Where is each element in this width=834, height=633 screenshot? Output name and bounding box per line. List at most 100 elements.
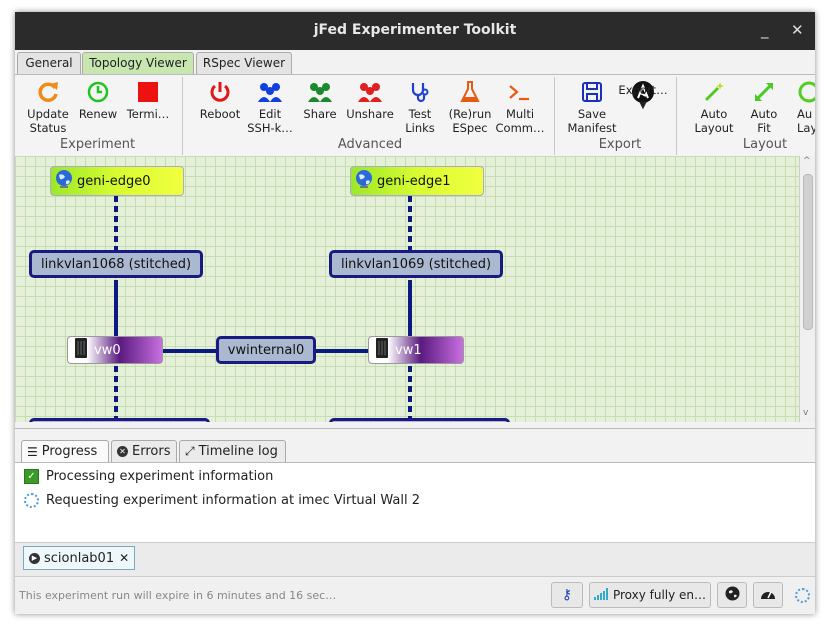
expand-icon [739,77,789,107]
run-tab-scionlab01[interactable]: ▶ scionlab01 ✕ [23,546,135,570]
checkbox-checked-icon: ✓ [24,469,39,484]
scroll-up-icon[interactable]: ^ [803,156,811,166]
key-button[interactable]: ⚷ [551,582,583,608]
node-geni-edge0[interactable]: geni-edge0 [50,166,184,196]
server-icon [74,337,88,363]
unshare-button[interactable]: Unshare [345,77,395,121]
link-vw1-down [408,366,412,422]
link-node-partial [329,418,510,422]
node-vw1[interactable]: vw1 [368,336,464,364]
advanced-group-label: Advanced [337,137,403,152]
users-red-icon [345,77,395,107]
save-manifest-button[interactable]: Save Manifest [567,77,617,135]
save-manifest-label: Save Manifest [567,107,617,135]
link-vw0-down [114,366,118,422]
auto-layout-button[interactable]: Auto Layout [689,77,739,135]
link-edge1-vlan1069 [408,196,412,252]
play-icon: ▶ [29,552,40,564]
update-status-button[interactable]: Update Status [23,77,73,135]
globe-button[interactable] [717,582,747,608]
multi-command-button[interactable]: Multi Comm… [495,77,545,135]
node-label: vw1 [395,342,422,358]
error-icon: ✕ [117,446,128,457]
run-tab-close-icon[interactable]: ✕ [119,551,130,565]
node-vw0[interactable]: vw0 [67,336,163,364]
export-dropdown-button[interactable]: Export… ▼ [615,77,671,113]
node-linkvlan1069[interactable]: linkvlan1069 (stitched) [329,250,503,278]
dashboard-button[interactable] [753,582,783,608]
tab-timeline-label: Timeline log [198,444,278,459]
link-edge0-vlan1068 [114,196,118,252]
list-icon: ☰ [27,444,38,459]
ribbon-separator [554,77,555,155]
auto-fit-button[interactable]: Auto Fit [739,77,789,135]
proxy-status-label: Proxy fully en… [612,588,707,602]
tab-errors-label: Errors [132,444,171,459]
auto-layout-2-button[interactable]: Au Lay [787,77,815,135]
auto-layout-2-label: Au Lay [797,107,815,135]
rerun-espec-label: (Re)run ESpec [448,107,492,135]
auto-fit-label: Auto Fit [750,107,778,135]
speedometer-icon [760,587,776,604]
export-label: Export… [618,83,668,97]
rerun-espec-button[interactable]: (Re)run ESpec [445,77,495,135]
circle-icon [797,77,815,107]
node-vwinternal0[interactable]: vwinternal0 [216,336,316,364]
title-bar: jFed Experimenter Toolkit _ ✕ [15,12,815,50]
tab-errors[interactable]: ✕ Errors [111,440,177,462]
globe-dark-icon [725,586,740,604]
scroll-down-icon[interactable]: v [803,408,809,418]
signal-icon [593,587,608,603]
experiment-group-label: Experiment [59,137,136,152]
proxy-status-button[interactable]: Proxy fully en… [589,582,711,608]
reboot-button[interactable]: Reboot [195,77,245,121]
toolbar-ribbon: Update Status Renew Termi… Experiment Re… [15,74,815,157]
experiment-run-tabs: ▶ scionlab01 ✕ [15,542,815,577]
canvas-scrollbar[interactable]: ^ v [799,156,815,422]
flask-icon [445,77,495,107]
tab-progress[interactable]: ☰ Progress [21,440,109,462]
edit-ssh-keys-button[interactable]: Edit SSH-k… [245,77,295,135]
tab-timeline-log[interactable]: ⤢ Timeline log [179,440,286,462]
log-text: Processing experiment information [46,469,274,484]
clock-icon [73,77,123,107]
save-icon [567,77,617,107]
terminate-label: Termi… [126,107,170,121]
close-button[interactable]: ✕ [791,21,804,39]
link-vw0-internal [163,349,217,353]
multi-command-label: Multi Comm… [495,107,545,135]
topology-canvas[interactable]: geni-edge0 geni-edge1 linkvlan1068 (stit… [15,156,799,422]
node-geni-edge1[interactable]: geni-edge1 [350,166,484,196]
renew-label: Renew [78,107,118,121]
node-linkvlan1068[interactable]: linkvlan1068 (stitched) [29,250,203,278]
expiry-message: This experiment run will expire in 6 min… [19,589,337,602]
status-bar: This experiment run will expire in 6 min… [15,576,815,614]
tab-progress-label: Progress [41,444,98,459]
terminal-icon [495,77,545,107]
minimize-button[interactable]: _ [761,21,769,39]
globe-icon [54,169,74,193]
expand-arrows-icon: ⤢ [185,444,195,458]
renew-button[interactable]: Renew [73,77,123,121]
share-button[interactable]: Share [295,77,345,121]
node-label: vw0 [94,342,121,358]
auto-layout-label: Auto Layout [694,107,734,135]
ansible-icon [615,77,671,107]
app-window: jFed Experimenter Toolkit _ ✕ General To… [15,12,815,614]
terminate-button[interactable]: Termi… [123,77,173,121]
test-links-button[interactable]: Test Links [395,77,445,135]
stethoscope-icon [395,77,445,107]
export-group-label: Export [598,137,642,152]
list-item: ✓ Processing experiment information [15,465,815,488]
tab-topology-viewer[interactable]: Topology Viewer [82,52,194,74]
node-label: geni-edge0 [77,173,151,189]
progress-log: ✓ Processing experiment information Requ… [15,462,815,543]
scroll-thumb[interactable] [803,174,813,330]
main-tabs: General Topology Viewer RSpec Viewer [15,52,815,74]
reboot-label: Reboot [199,107,241,121]
tab-rspec-viewer[interactable]: RSpec Viewer [196,52,292,74]
spinner-icon [795,588,810,603]
users-green-icon [295,77,345,107]
tab-general[interactable]: General [17,52,81,74]
link-vlan1068-vw0 [114,280,118,338]
